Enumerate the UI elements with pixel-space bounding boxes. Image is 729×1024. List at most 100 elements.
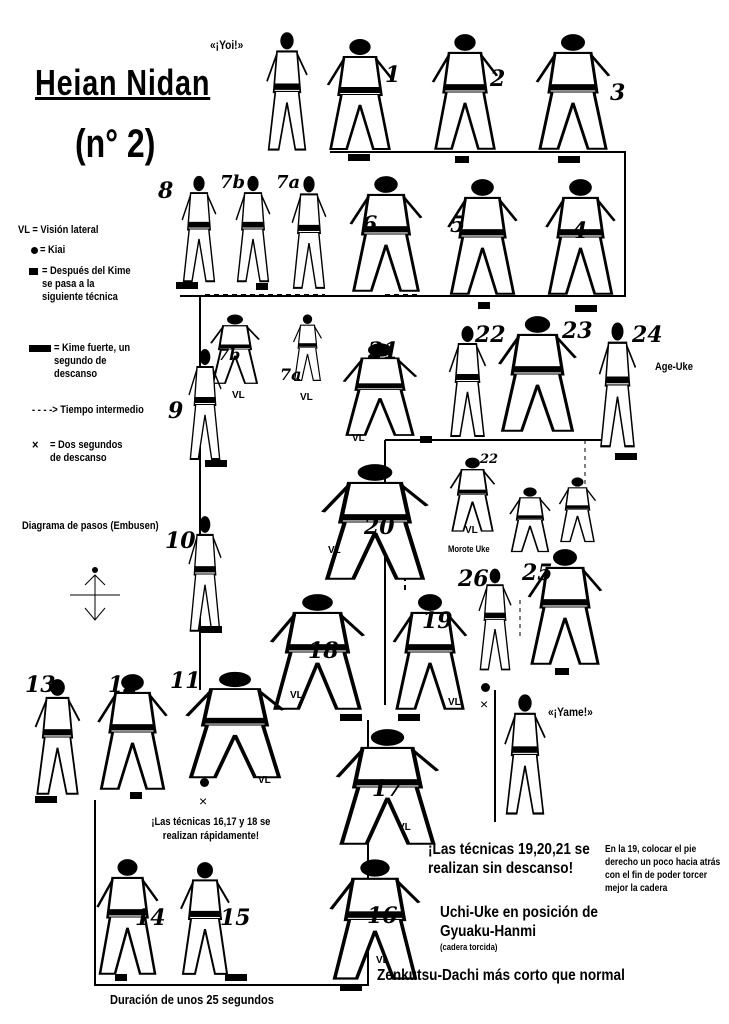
uchi-uke-note: Uchi-Uke en posición de Gyuaku-Hanmi xyxy=(440,904,598,940)
kiai-dot-icon xyxy=(31,247,38,254)
kiai-dot-icon xyxy=(200,778,209,787)
vl-label: VL xyxy=(352,433,365,444)
step-number: 19 xyxy=(422,608,453,634)
figure-step xyxy=(445,322,490,442)
figure-step xyxy=(320,35,400,155)
step-number: 3 xyxy=(610,80,626,106)
vl-label: VL xyxy=(328,545,341,556)
figure-step xyxy=(30,675,85,800)
vl-label: VL xyxy=(290,690,303,701)
vl-label: VL xyxy=(448,697,461,708)
figure-step xyxy=(185,345,225,465)
kime-marker xyxy=(340,984,362,991)
figure-step xyxy=(595,318,640,453)
figure-step xyxy=(260,590,375,715)
step-number: 13 xyxy=(25,672,56,698)
figure-step xyxy=(445,455,500,535)
kime-marker xyxy=(478,302,490,309)
no-rest-note: ¡Las técnicas 19,20,21 se realizan sin d… xyxy=(428,841,590,877)
kime-marker xyxy=(35,796,57,803)
step-number: 15 xyxy=(220,905,251,931)
step-number: 11 xyxy=(170,668,201,694)
kime-marker xyxy=(615,453,637,460)
step-number: 22 xyxy=(480,452,499,467)
cross-icon: × xyxy=(199,793,208,809)
duration-note: Duración de unos 25 segundos xyxy=(110,992,274,1007)
figure-step xyxy=(385,590,475,715)
figure-morote-uke xyxy=(555,475,600,545)
figure-step xyxy=(175,858,235,980)
step-number: 16 xyxy=(367,903,398,929)
figure-step xyxy=(538,175,623,300)
kime-marker xyxy=(340,714,362,721)
kime-marker xyxy=(575,305,597,312)
kime-marker xyxy=(558,156,580,163)
figure-step xyxy=(90,670,175,795)
cadera-note: (cadera torcida) xyxy=(440,942,498,952)
kata-number: (n° 2) xyxy=(75,122,156,166)
kime-marker xyxy=(348,154,370,161)
big-block-icon xyxy=(29,345,51,352)
vl-label: VL xyxy=(398,822,411,833)
figure-step xyxy=(320,855,430,985)
vl-label: VL xyxy=(465,525,478,536)
morote-uke-note: Morote Uke xyxy=(448,544,490,554)
legend-embusen: Diagrama de pasos (Embusen) xyxy=(22,520,159,532)
kime-marker xyxy=(115,974,127,981)
step-number: 8 xyxy=(158,178,174,204)
kime-marker xyxy=(420,436,432,443)
vl-label: VL xyxy=(258,775,271,786)
small-block-icon xyxy=(29,268,38,275)
step-number: 7b xyxy=(220,172,246,193)
yoi-label: «¡Yoi!» xyxy=(210,38,244,52)
figure-step xyxy=(325,725,450,850)
legend-cross: = Dos segundos de descanso xyxy=(50,439,123,464)
figure-yame xyxy=(500,690,550,820)
step-number: 4 xyxy=(572,218,588,244)
page-title: Heian Nidan xyxy=(35,62,211,103)
legend-kiai: = Kiai xyxy=(40,244,66,256)
step-number: 24 xyxy=(632,322,663,348)
kiai-dot-icon xyxy=(481,683,490,692)
fast-techniques-note: ¡Las técnicas 16,17 y 18 se realizan ráp… xyxy=(151,816,271,842)
step-number: 1 xyxy=(385,62,401,88)
yame-label: «¡Yame!» xyxy=(548,705,593,719)
figure-step xyxy=(528,30,618,155)
figure-step xyxy=(288,172,330,294)
figure-step xyxy=(425,30,505,155)
kime-marker xyxy=(176,282,198,289)
step-number: 26 xyxy=(458,566,489,592)
step-number: 17 xyxy=(372,776,403,802)
figure-step xyxy=(342,172,430,297)
legend-vl: VL = Visión lateral xyxy=(18,224,99,236)
step-number: 14 xyxy=(135,905,166,931)
step-number: 7a xyxy=(280,365,302,384)
kime-marker xyxy=(398,714,420,721)
kime-marker xyxy=(455,156,469,163)
step-number: 25 xyxy=(522,560,553,586)
kime-marker xyxy=(256,283,268,290)
age-uke-note: Age-Uke xyxy=(655,361,693,373)
vl-label: VL xyxy=(376,955,389,966)
vl-label: VL xyxy=(232,390,245,401)
kime-marker xyxy=(200,626,222,633)
figure-step xyxy=(520,545,610,670)
step-number: 21 xyxy=(368,338,399,364)
cross-icon: × xyxy=(480,696,489,712)
zenkutsu-note: Zenkutsu-Dachi más corto que normal xyxy=(377,967,625,984)
figure-step xyxy=(205,312,265,387)
figure-step xyxy=(440,175,525,300)
figure-step xyxy=(178,172,220,287)
figure-step xyxy=(310,460,440,585)
step-number: 18 xyxy=(308,638,339,664)
figure-step xyxy=(185,512,225,637)
figure-morote-uke xyxy=(505,485,555,555)
figure-step xyxy=(290,312,325,384)
step19-note: En la 19, colocar el pie derecho un poco… xyxy=(605,844,721,894)
step-number: 7a xyxy=(276,172,301,193)
cross-icon: × xyxy=(32,437,39,452)
legend-dashed: - - - -> Tiempo intermedio xyxy=(32,404,144,416)
vl-label: VL xyxy=(300,392,313,403)
legend-small-block: = Después del Kime se pasa a la siguient… xyxy=(42,265,131,303)
